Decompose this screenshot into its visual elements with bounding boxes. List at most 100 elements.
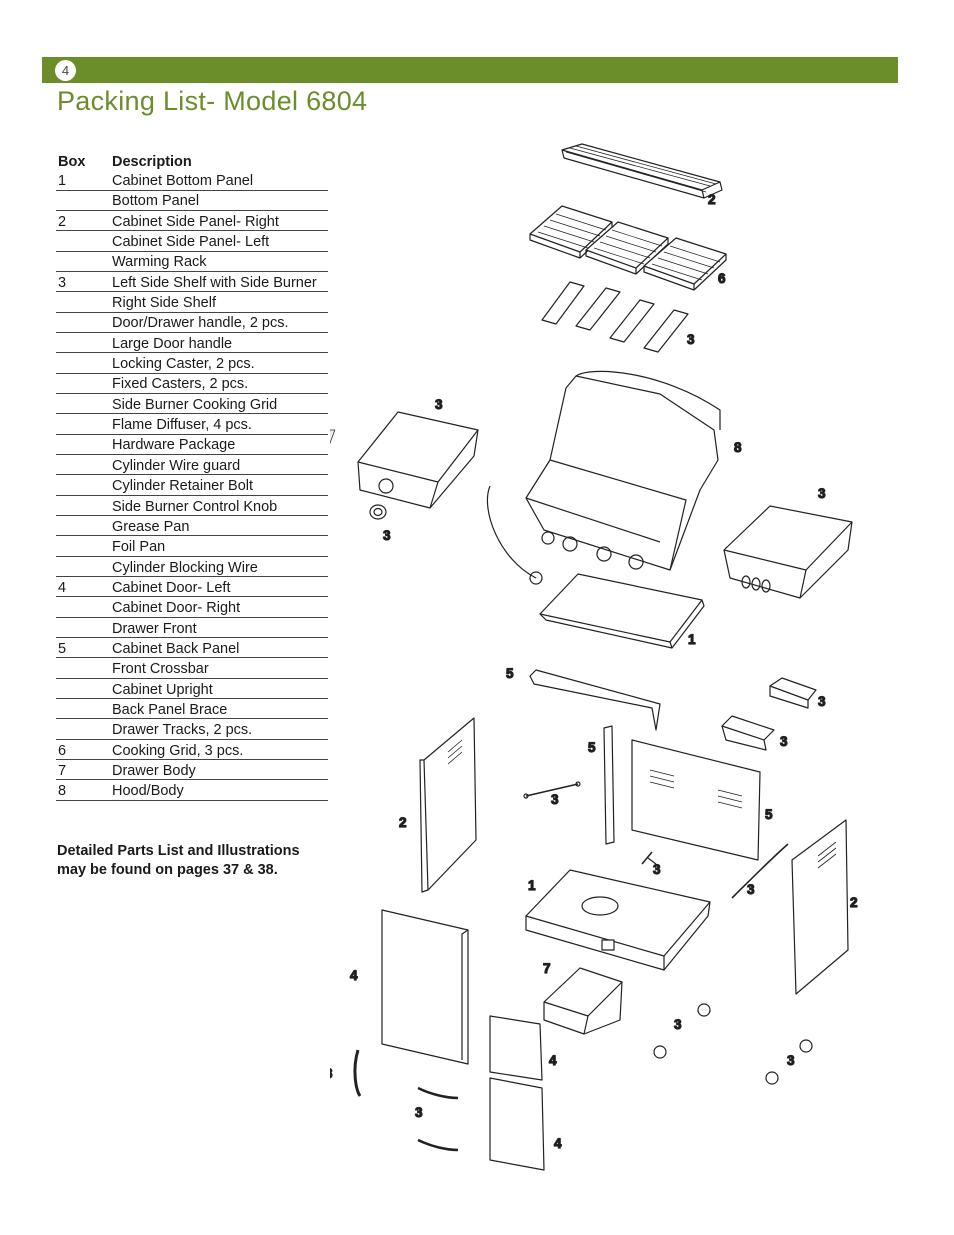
row-description: Side Burner Control Knob <box>112 498 278 515</box>
label-wire-guard: 3 <box>551 792 559 807</box>
label-back-panel: 5 <box>765 807 773 822</box>
row-underline <box>56 718 328 720</box>
cabinet-back-panel-illustration <box>631 739 761 861</box>
row-underline <box>56 657 328 659</box>
label-left-side-panel: 2 <box>399 815 407 830</box>
row-description: Drawer Front <box>112 620 197 637</box>
label-locking-casters: 3 <box>674 1017 682 1032</box>
row-underline <box>56 616 328 618</box>
header-bar: 4 <box>42 57 898 83</box>
hood-body-illustration <box>486 370 721 585</box>
label-drawer-body: 7 <box>543 961 551 976</box>
row-underline <box>56 230 328 232</box>
exploded-parts-diagram: 2 6 3 3 3 8 3 1 5 3 3 5 3 2 5 3 1 3 2 4 … <box>330 143 858 1171</box>
flame-diffusers-illustration <box>541 281 689 353</box>
packing-list-header: Box Description <box>56 152 338 172</box>
grease-pan-illustration <box>769 677 817 709</box>
label-foil-pan: 3 <box>780 734 788 749</box>
column-header-description: Description <box>112 154 192 170</box>
row-description: Cabinet Bottom Panel <box>112 173 254 189</box>
row-description: Locking Caster, 2 pcs. <box>112 356 255 373</box>
row-description: Large Door handle <box>112 335 233 352</box>
locking-casters-illustration <box>653 1003 711 1059</box>
side-burner-knob-illustration <box>369 504 387 520</box>
packing-list-row: Side Burner Cooking Grid <box>56 396 338 416</box>
row-underline <box>56 779 328 781</box>
row-description: Foil Pan <box>112 539 166 556</box>
row-underline <box>56 352 328 354</box>
row-underline <box>56 576 328 578</box>
page-number-badge: 4 <box>55 60 76 81</box>
label-hood-body: 8 <box>734 440 742 455</box>
packing-list-row: Grease Pan <box>56 518 338 538</box>
cabinet-door-left-illustration <box>381 909 469 1065</box>
warming-rack-illustration <box>561 143 723 199</box>
large-door-handle-illustration <box>353 1049 362 1097</box>
row-underline <box>56 291 328 293</box>
right-side-panel-illustration <box>791 819 849 995</box>
drawer-body-illustration <box>543 967 623 1035</box>
packing-list-row: Back Panel Brace <box>56 701 338 721</box>
row-box-number: 7 <box>58 762 67 779</box>
left-side-panel-illustration <box>419 717 477 893</box>
row-underline <box>56 555 328 557</box>
row-description: Cylinder Wire guard <box>112 457 241 474</box>
label-retainer-bolt: 3 <box>653 862 661 877</box>
row-underline <box>56 311 328 313</box>
row-description: Front Crossbar <box>112 661 209 678</box>
row-box-number: 3 <box>58 274 67 291</box>
row-underline <box>56 433 328 435</box>
label-drawer-front: 4 <box>554 1136 562 1151</box>
row-underline <box>56 494 328 496</box>
note-line-2: may be found on pages 37 & 38. <box>57 862 278 878</box>
row-underline <box>56 515 328 516</box>
row-underline <box>56 413 328 415</box>
label-fixed-casters: 3 <box>787 1053 795 1068</box>
packing-list-row: Large Door handle <box>56 335 338 355</box>
row-description: Warming Rack <box>112 254 207 271</box>
column-header-box: Box <box>58 154 86 170</box>
note-line-1: Detailed Parts List and Illustrations <box>57 843 300 859</box>
row-description: Fixed Casters, 2 pcs. <box>112 376 249 393</box>
label-right-shelf: 3 <box>818 486 826 501</box>
row-underline <box>56 637 328 639</box>
drawer-front-illustration <box>489 1077 545 1171</box>
row-description: Back Panel Brace <box>112 701 228 718</box>
packing-list-row: Cabinet Door- Right <box>56 599 338 619</box>
row-description: Cylinder Blocking Wire <box>112 559 258 576</box>
row-underline <box>56 596 328 598</box>
row-description: Drawer Tracks, 2 pcs. <box>112 722 253 739</box>
packing-list-row: Front Crossbar <box>56 660 338 680</box>
row-underline <box>56 698 328 700</box>
front-crossbar-illustration <box>529 669 661 731</box>
row-underline <box>56 392 328 394</box>
row-description: Flame Diffuser, 4 pcs. <box>112 417 252 434</box>
label-upright: 5 <box>588 740 596 755</box>
row-description: Grease Pan <box>112 518 190 535</box>
label-blocking-wire: 3 <box>747 882 755 897</box>
row-description: Door/Drawer handle, 2 pcs. <box>112 315 289 332</box>
packing-list-row: Warming Rack <box>56 253 338 273</box>
row-box-number: 5 <box>58 640 67 657</box>
cabinet-door-right-illustration <box>489 1015 543 1081</box>
row-underline <box>56 759 328 761</box>
row-description: Hood/Body <box>112 783 184 800</box>
packing-list-row: Cylinder Retainer Bolt <box>56 477 338 497</box>
row-description: Cabinet Side Panel- Left <box>112 234 270 251</box>
foil-pan-illustration <box>721 715 775 751</box>
packing-list-row: Fixed Casters, 2 pcs. <box>56 375 338 395</box>
packing-list-row: Bottom Panel <box>56 192 338 212</box>
row-underline <box>56 209 328 211</box>
row-description: Cabinet Side Panel- Right <box>112 213 279 230</box>
row-underline <box>56 189 328 191</box>
packing-list-row: Side Burner Control Knob <box>56 498 338 518</box>
cylinder-wire-guard-illustration <box>523 781 581 799</box>
packing-list-row: Right Side Shelf <box>56 294 338 314</box>
